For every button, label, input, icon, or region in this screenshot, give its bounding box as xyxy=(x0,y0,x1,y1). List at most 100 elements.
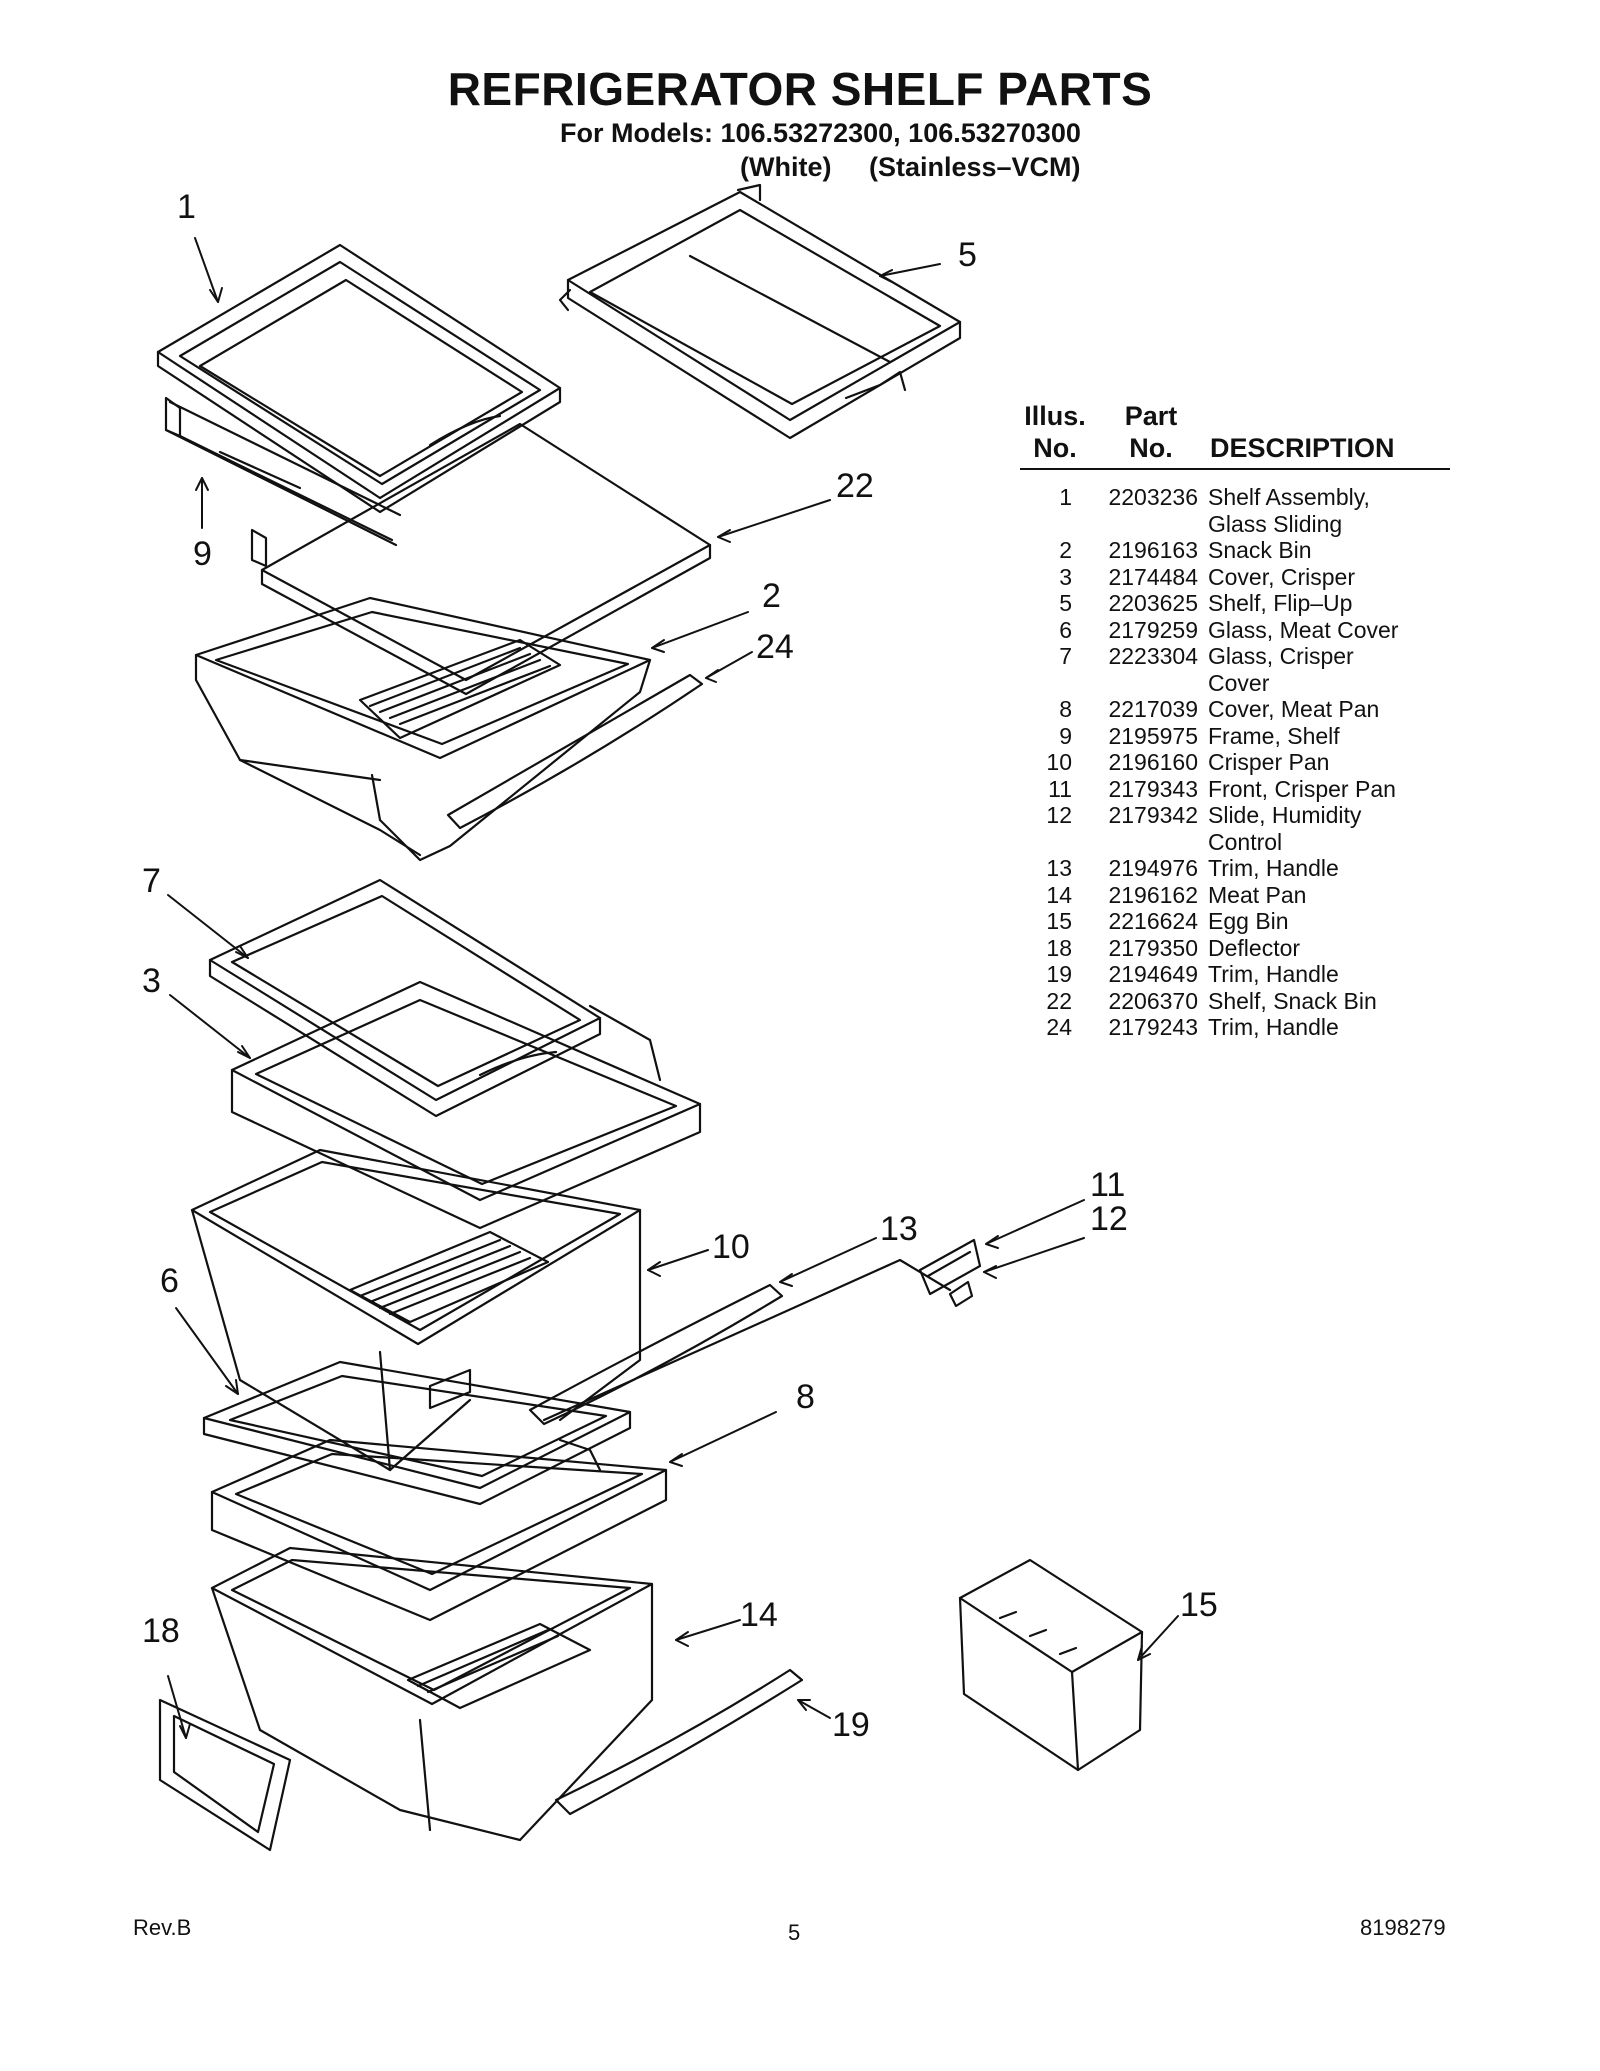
illus-number: 24 xyxy=(1046,1014,1072,1040)
part-11-crisper-front xyxy=(918,1238,982,1296)
table-row-continuation: Control xyxy=(1020,829,1438,856)
description: Shelf Assembly, xyxy=(1208,484,1370,510)
description: Cover, Crisper xyxy=(1208,563,1355,590)
page-title: REFRIGERATOR SHELF PARTS xyxy=(447,63,1153,115)
illus-number: 18 xyxy=(1046,934,1072,961)
part-number: 2195975 xyxy=(1108,722,1198,749)
part-9-shelf-frame xyxy=(164,396,402,547)
callout-8: 8 xyxy=(796,1378,815,1416)
callout-7: 7 xyxy=(142,862,161,900)
illus-number: 5 xyxy=(1059,590,1072,616)
description: Shelf, Snack Bin xyxy=(1208,987,1377,1014)
parts-list: Illus. No. Part No. DESCRIPTION 1 2203236… xyxy=(1020,400,1450,1041)
part-6-meat-cover-glass xyxy=(202,1360,632,1506)
col-part-label-2: No. xyxy=(1129,433,1173,463)
description: Shelf, Flip–Up xyxy=(1208,590,1353,616)
part-number: 2203236 xyxy=(1108,484,1198,510)
part-19-handle-trim xyxy=(554,1668,804,1816)
part-number: 2217039 xyxy=(1108,696,1198,722)
illus-number: 11 xyxy=(1048,775,1072,802)
table-row: 15 2216624 Egg Bin xyxy=(1020,908,1438,935)
illus-number: 2 xyxy=(1059,537,1072,563)
part-number: 2194649 xyxy=(1108,961,1198,987)
description: Trim, Handle xyxy=(1208,1014,1339,1040)
part-number: 2206370 xyxy=(1108,987,1198,1014)
part-1-sliding-glass-shelf xyxy=(156,243,562,514)
callout-18: 18 xyxy=(142,1612,180,1650)
model-variants: (White) (Stainless–VCM) xyxy=(740,152,1111,183)
part-12-humidity-slide xyxy=(948,1280,974,1308)
illus-number: 1 xyxy=(1059,484,1072,510)
illus-number: 3 xyxy=(1059,563,1072,590)
part-number: 2179343 xyxy=(1108,775,1198,802)
table-row: 24 2179243 Trim, Handle xyxy=(1020,1014,1438,1041)
callout-1: 1 xyxy=(177,188,196,226)
leader-lines xyxy=(167,237,1179,1739)
parts-list-header: Illus. No. Part No. DESCRIPTION xyxy=(1020,400,1450,470)
illus-number: 7 xyxy=(1059,643,1072,669)
callout-2: 2 xyxy=(762,577,781,615)
part-number: 2196163 xyxy=(1108,537,1198,563)
description-continued: Glass Sliding xyxy=(1208,510,1343,537)
part-14-meat-pan xyxy=(210,1546,654,1842)
part-18-deflector xyxy=(158,1698,292,1852)
description: Trim, Handle xyxy=(1208,855,1339,881)
part-number: 2179342 xyxy=(1108,802,1198,828)
table-row: 10 2196160 Crisper Pan xyxy=(1020,749,1438,776)
callout-22: 22 xyxy=(836,467,874,505)
variant-stainless: (Stainless–VCM) xyxy=(868,152,1081,182)
table-row: 1 2203236 Shelf Assembly, xyxy=(1020,484,1438,511)
description: Crisper Pan xyxy=(1208,749,1330,775)
callout-3: 3 xyxy=(142,962,161,1000)
part-10-crisper-pan xyxy=(190,1148,642,1472)
illus-number: 9 xyxy=(1059,722,1072,749)
callout-24: 24 xyxy=(756,628,794,666)
part-24-handle-trim xyxy=(446,673,704,830)
description-continued: Cover xyxy=(1208,669,1270,696)
illus-number: 14 xyxy=(1046,881,1072,908)
illus-number: 12 xyxy=(1046,802,1072,828)
description: Snack Bin xyxy=(1208,537,1312,563)
description: Slide, Humidity xyxy=(1208,802,1362,828)
part-2-snack-bin xyxy=(194,596,652,862)
description: Glass, Crisper xyxy=(1208,643,1354,669)
illus-number: 13 xyxy=(1046,855,1072,881)
description: Egg Bin xyxy=(1208,908,1289,934)
table-row: 2 2196163 Snack Bin xyxy=(1020,537,1438,564)
col-illus-label-1: Illus. xyxy=(1024,401,1086,431)
table-row: 12 2179342 Slide, Humidity xyxy=(1020,802,1438,829)
part-22-snack-bin-shelf xyxy=(250,422,712,696)
illus-number: 10 xyxy=(1046,749,1072,775)
part-number: 2196160 xyxy=(1108,749,1198,775)
callout-12: 12 xyxy=(1090,1200,1128,1238)
parts-table: 1 2203236 Shelf Assembly,Glass Sliding 2 219… xyxy=(1020,484,1438,1041)
revision-label: Rev.B xyxy=(133,1915,192,1940)
part-5-flip-up-shelf xyxy=(558,183,962,440)
callout-10: 10 xyxy=(712,1228,750,1266)
description-continued: Control xyxy=(1208,828,1283,855)
description: Meat Pan xyxy=(1208,881,1307,908)
callout-5: 5 xyxy=(958,236,977,274)
part-13-handle-trim xyxy=(528,1258,952,1426)
part-number: 2216624 xyxy=(1108,908,1198,934)
part-number: 2179350 xyxy=(1108,934,1198,961)
part-number: 2179243 xyxy=(1108,1014,1198,1040)
illus-number: 15 xyxy=(1046,908,1072,934)
col-illus-label-2: No. xyxy=(1033,433,1077,463)
part-number: 2196162 xyxy=(1108,881,1198,908)
col-part-label-1: Part xyxy=(1124,401,1178,431)
table-row-continuation: Cover xyxy=(1020,670,1438,697)
description: Glass, Meat Cover xyxy=(1208,616,1399,643)
part-number: 2179259 xyxy=(1108,616,1198,643)
callout-14: 14 xyxy=(740,1596,778,1634)
